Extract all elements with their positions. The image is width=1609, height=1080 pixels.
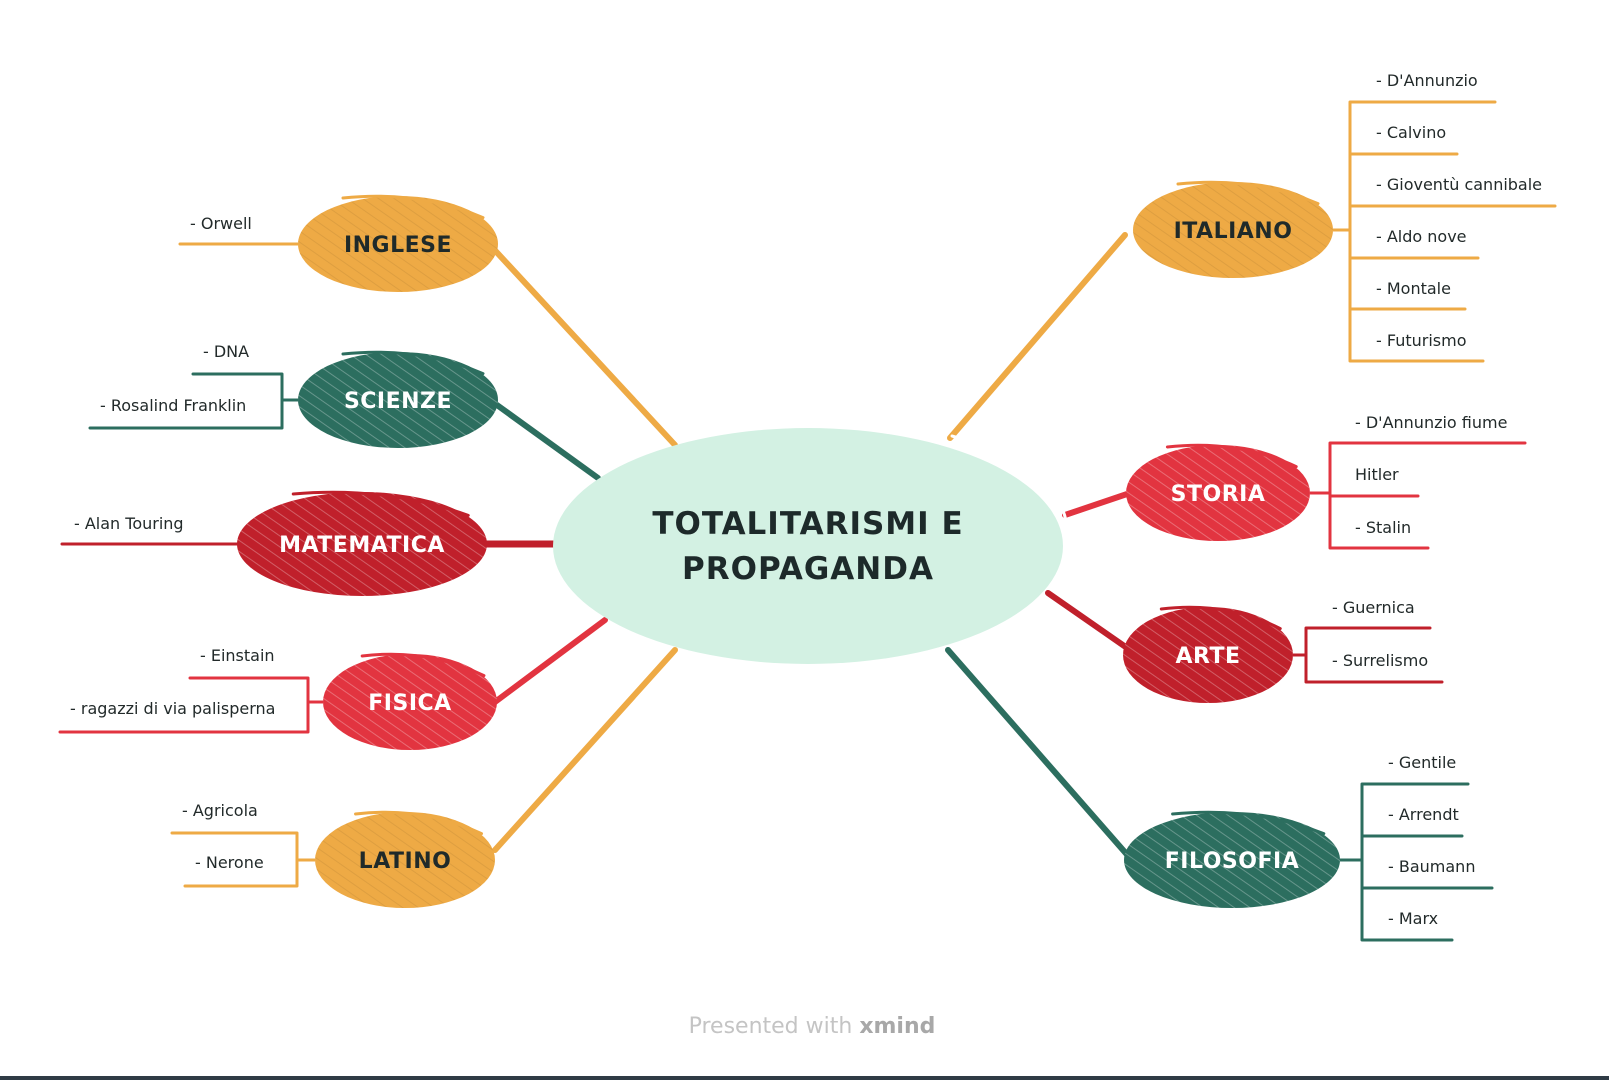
- leaf-latino-0: - Agricola: [182, 801, 258, 820]
- connector-inglese: [487, 242, 678, 448]
- connector-arte: [1045, 590, 1133, 653]
- leaf-connectors-fisica: [58, 676, 323, 734]
- topic-hatch-matematica: [237, 492, 487, 596]
- leaf-fisica-0: - Einstain: [200, 646, 275, 665]
- leaf-connectors-latino: [170, 831, 315, 888]
- leaf-scienze-1: - Rosalind Franklin: [100, 396, 246, 415]
- leaf-connectors-italiano: [1333, 100, 1557, 363]
- topic-hatch-scienze: [298, 352, 498, 448]
- center-topic[interactable]: TOTALITARISMI E PROPAGANDA: [553, 428, 1068, 664]
- topic-fisica[interactable]: FISICA - Einstain - ragazzi di via palispe…: [58, 646, 497, 750]
- topic-sketch-fisica: [360, 652, 486, 678]
- topic-sketch-inglese: [341, 194, 485, 220]
- leaf-storia-0: - D'Annunzio fiume: [1355, 413, 1507, 432]
- leaf-arte-1: - Surrelismo: [1332, 651, 1428, 670]
- topic-matematica[interactable]: MATEMATICA - Alan Touring: [60, 490, 487, 596]
- topic-arte[interactable]: ARTE - Guernica - Surrelismo: [1123, 598, 1444, 703]
- topic-sketch-arte: [1159, 605, 1282, 631]
- leaf-latino-1: - Nerone: [195, 853, 264, 872]
- main-connectors: [481, 232, 1133, 861]
- topic-label-filosofia: FILOSOFIA: [1165, 849, 1299, 874]
- topic-filosofia[interactable]: FILOSOFIA - Gentile - Arrendt - Baumann - Ma…: [1124, 753, 1494, 942]
- topic-label-italiano: ITALIANO: [1174, 219, 1293, 244]
- topic-sketch-latino: [354, 810, 483, 836]
- leaf-connectors-arte: [1293, 626, 1444, 684]
- leaf-fisica-1: - ragazzi di via palisperna: [70, 699, 275, 718]
- topic-label-arte: ARTE: [1175, 644, 1240, 669]
- leaf-filosofia-3: - Marx: [1388, 909, 1438, 928]
- leaf-filosofia-1: - Arrendt: [1388, 805, 1459, 824]
- topic-latino[interactable]: LATINO - Agricola - Nerone: [170, 801, 495, 908]
- leaf-connectors-scienze: [88, 372, 298, 430]
- topic-hatch-arte: [1123, 607, 1293, 703]
- connector-storia: [1062, 490, 1133, 518]
- leaf-italiano-5: - Futurismo: [1376, 331, 1466, 350]
- leaf-connectors-filosofia: [1340, 782, 1494, 942]
- footer-prefix: Presented with: [689, 1014, 860, 1039]
- footer-credit: Presented with xmind: [689, 1014, 936, 1039]
- center-sketch-stroke: [950, 434, 1068, 524]
- topic-hatch-latino: [315, 812, 495, 908]
- topic-label-latino: LATINO: [359, 849, 452, 874]
- topic-label-inglese: INGLESE: [344, 233, 452, 258]
- leaf-inglese-0: - Orwell: [190, 214, 252, 233]
- topic-label-storia: STORIA: [1171, 482, 1266, 507]
- connector-scienze: [487, 397, 601, 481]
- connector-italiano: [947, 232, 1128, 441]
- topic-sketch-filosofia: [1171, 810, 1326, 836]
- leaf-connectors-storia: [1310, 441, 1527, 550]
- leaf-filosofia-0: - Gentile: [1388, 753, 1456, 772]
- topic-label-matematica: MATEMATICA: [279, 533, 445, 558]
- leaf-italiano-0: - D'Annunzio: [1376, 71, 1478, 90]
- topic-sketch-scienze: [341, 350, 485, 376]
- leaf-storia-2: - Stalin: [1355, 518, 1411, 537]
- topic-scienze[interactable]: SCIENZE - DNA - Rosalind Franklin: [88, 342, 498, 448]
- leaf-italiano-1: - Calvino: [1376, 123, 1446, 142]
- leaf-scienze-0: - DNA: [203, 342, 249, 361]
- topic-italiano[interactable]: ITALIANO - D'Annunzio - Calvino - Gioventù …: [1133, 71, 1557, 363]
- leaf-italiano-4: - Montale: [1376, 279, 1451, 298]
- topic-hatch-inglese: [298, 196, 498, 292]
- center-title-line1: TOTALITARISMI E: [652, 506, 963, 542]
- center-bubble: [553, 428, 1063, 664]
- topic-hatch-storia: [1126, 445, 1310, 541]
- topic-hatch-filosofia: [1124, 812, 1340, 908]
- center-title-line2: PROPAGANDA: [682, 551, 934, 587]
- footer-brand: xmind: [859, 1014, 935, 1039]
- topic-hatch-italiano: [1133, 182, 1333, 278]
- leaf-storia-1: Hitler: [1355, 465, 1399, 484]
- leaf-matematica-0: - Alan Touring: [74, 514, 184, 533]
- topic-sketch-matematica: [291, 490, 470, 517]
- topic-sketch-italiano: [1176, 180, 1320, 206]
- bottom-edge-bar: [0, 1076, 1609, 1080]
- leaf-filosofia-2: - Baumann: [1388, 857, 1475, 876]
- topic-inglese[interactable]: INGLESE - Orwell: [178, 194, 498, 292]
- connector-filosofia: [945, 647, 1133, 861]
- connector-latino: [492, 647, 678, 853]
- connector-fisica: [492, 617, 608, 705]
- topic-label-scienze: SCIENZE: [344, 389, 452, 414]
- leaf-italiano-3: - Aldo nove: [1376, 227, 1467, 246]
- leaf-italiano-2: - Gioventù cannibale: [1376, 175, 1542, 194]
- leaf-arte-0: - Guernica: [1332, 598, 1415, 617]
- topic-label-fisica: FISICA: [368, 691, 451, 716]
- topic-sketch-storia: [1165, 443, 1298, 469]
- topic-hatch-fisica: [323, 654, 497, 750]
